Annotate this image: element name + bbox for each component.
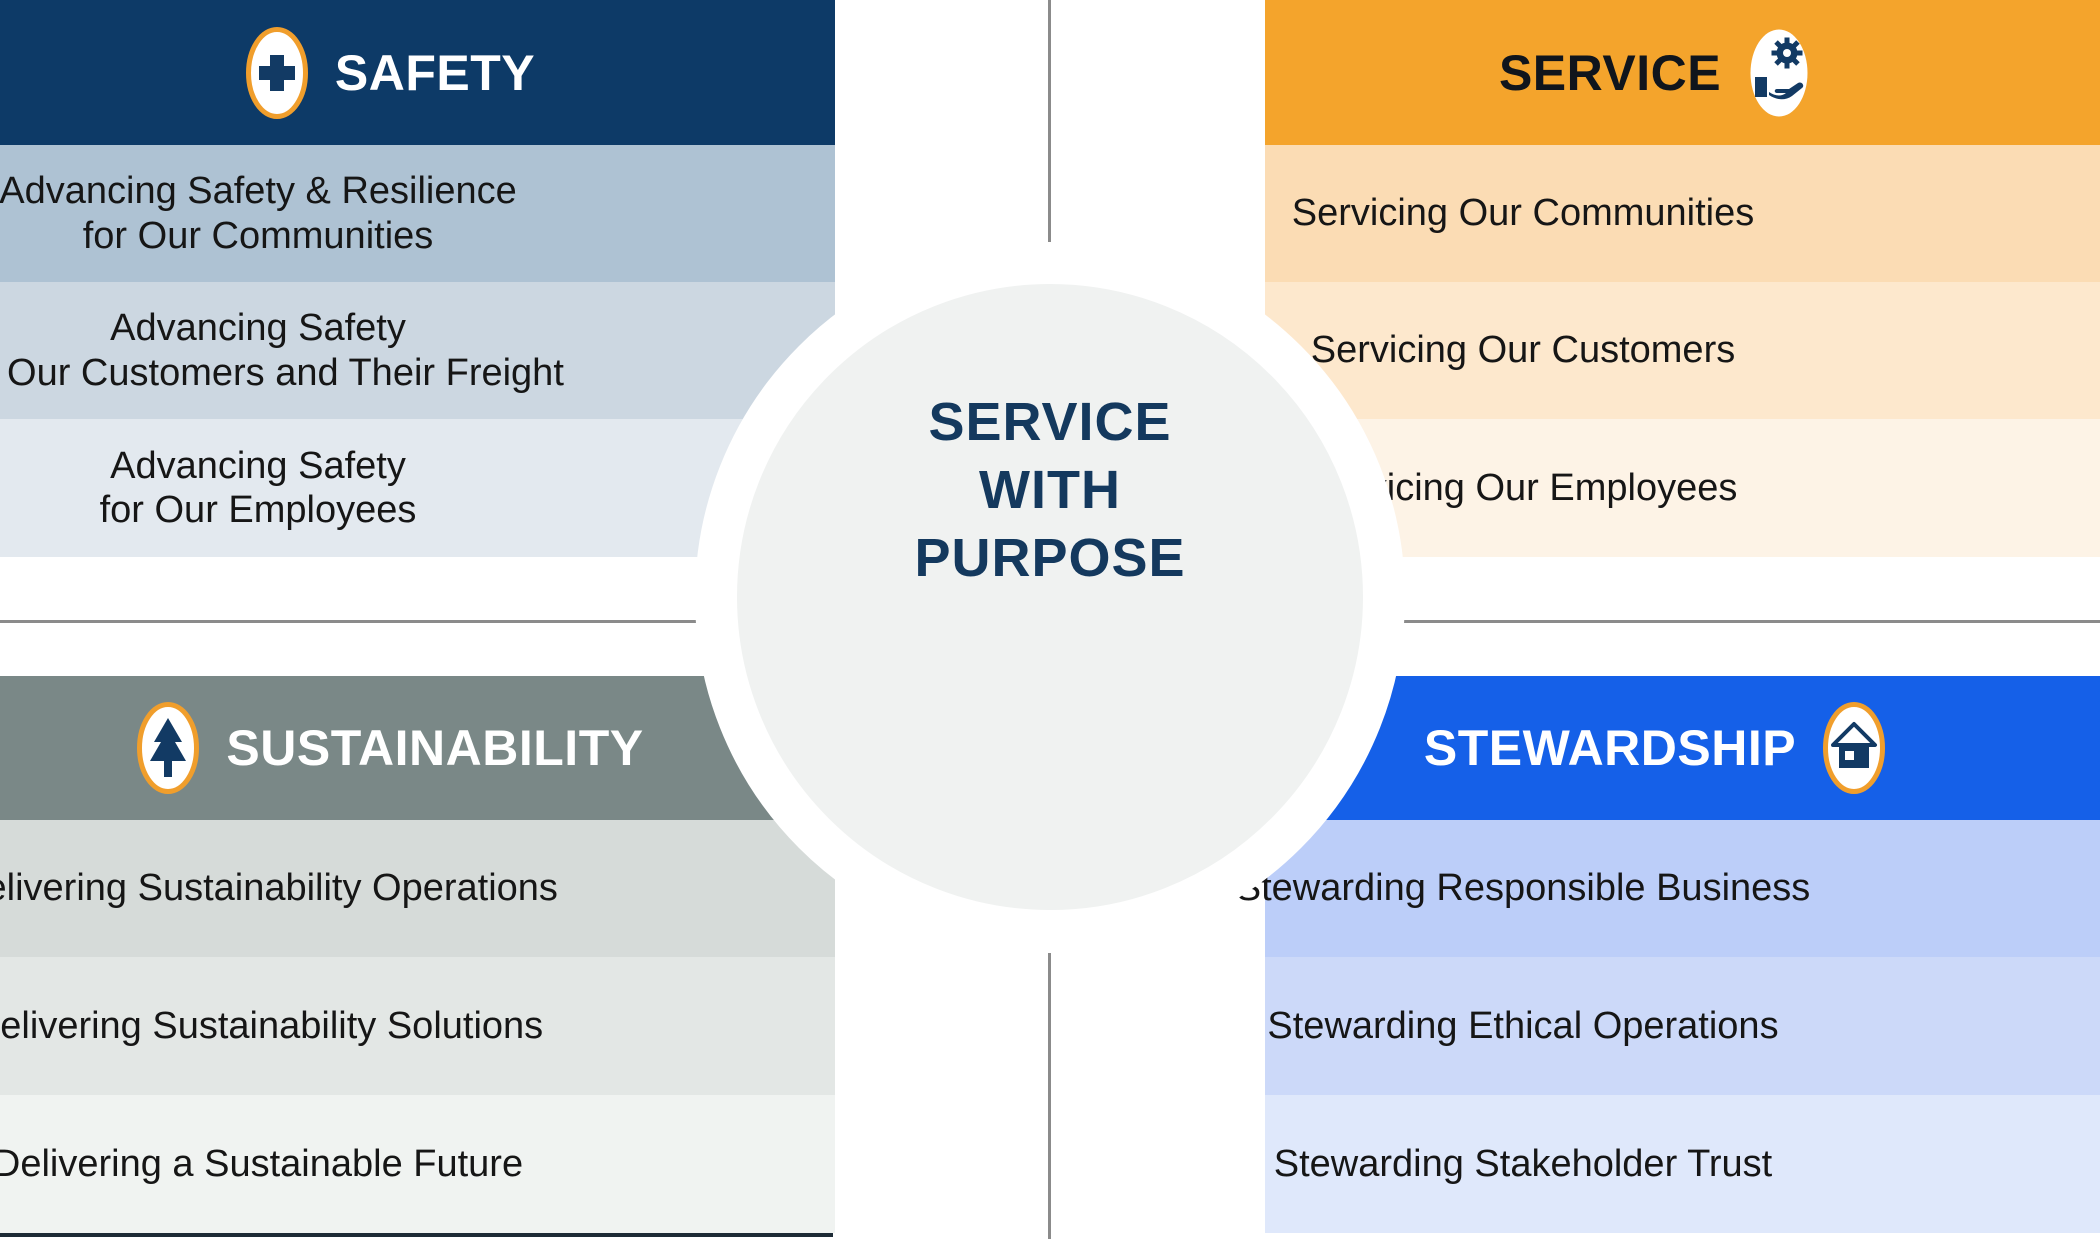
medical-cross-icon xyxy=(245,26,309,120)
sustainability-item-text: Delivering a Sustainable Future xyxy=(0,1142,524,1185)
center-motto: SERVICE WITH PURPOSE xyxy=(914,392,1186,588)
service-header: SERVICE xyxy=(1265,0,2100,145)
safety-row: Advancing Safety for Our Customers and T… xyxy=(0,282,835,419)
pine-tree-icon xyxy=(136,701,200,795)
sustainability-row: Delivering Sustainability Solutions xyxy=(0,957,835,1095)
sustainability-item-text: Delivering Sustainability Solutions xyxy=(0,1004,544,1047)
safety-title: SAFETY xyxy=(334,44,536,101)
sustainability-title: SUSTAINABILITY xyxy=(226,720,644,776)
house-icon xyxy=(1822,701,1886,795)
right-horizontal-divider xyxy=(1404,620,2100,623)
bottom-vertical-divider xyxy=(1048,953,1051,1239)
stewardship-title: STEWARDSHIP xyxy=(1423,720,1797,776)
sustainability-quadrant: SUSTAINABILITY Delivering Sustainability… xyxy=(0,676,835,1233)
sustainability-item-text: Delivering Sustainability Operations xyxy=(0,867,558,910)
service-header-group: SERVICE xyxy=(1265,0,2045,145)
service-item-text: Servicing Our Communities xyxy=(1291,192,1755,235)
service-row: Servicing Our Customers xyxy=(1265,282,2100,419)
safety-row: Advancing Safety for Our Employees xyxy=(0,419,835,557)
sustainability-row: Delivering a Sustainable Future xyxy=(0,1095,835,1233)
stewardship-row: Stewarding Responsible Business xyxy=(1235,820,2100,957)
top-vertical-divider xyxy=(1048,0,1051,242)
safety-quadrant: SAFETY Advancing Safety & Resilience for… xyxy=(0,0,835,557)
stewardship-item-text: Stewarding Stakeholder Trust xyxy=(1273,1142,1773,1185)
service-item-text: Servicing Our Customers xyxy=(1310,329,1736,372)
safety-header-group: SAFETY xyxy=(0,0,780,145)
stewardship-header-group: STEWARDSHIP xyxy=(1265,676,2045,820)
sustainability-header: SUSTAINABILITY xyxy=(0,676,835,820)
service-row: Servicing Our Communities xyxy=(1265,145,2100,282)
safety-header: SAFETY xyxy=(0,0,835,145)
sustainability-header-group: SUSTAINABILITY xyxy=(0,676,780,820)
sustainability-bottom-border xyxy=(0,1233,833,1237)
stewardship-item-text: Stewarding Responsible Business xyxy=(1235,867,1811,910)
sustainability-row: Delivering Sustainability Operations xyxy=(0,820,835,957)
stewardship-row: Stewarding Ethical Operations xyxy=(1265,957,2100,1095)
hand-holding-gear-icon xyxy=(1747,26,1811,120)
service-title: SERVICE xyxy=(1498,44,1722,101)
safety-item-text: Advancing Safety & Resilience for Our Co… xyxy=(0,170,517,257)
stewardship-quadrant: STEWARDSHIP Stewarding Responsible Busin… xyxy=(1235,676,2100,1233)
safety-item-text: Advancing Safety for Our Customers and T… xyxy=(7,307,564,394)
stewardship-item-text: Stewarding Ethical Operations xyxy=(1267,1004,1779,1047)
safety-item-text: Advancing Safety for Our Employees xyxy=(99,444,417,531)
safety-row: Advancing Safety & Resilience for Our Co… xyxy=(0,145,835,282)
center-circle xyxy=(695,242,1405,952)
left-horizontal-divider xyxy=(0,620,696,623)
stewardship-header: STEWARDSHIP xyxy=(1265,676,2100,820)
stewardship-row: Stewarding Stakeholder Trust xyxy=(1265,1095,2100,1233)
